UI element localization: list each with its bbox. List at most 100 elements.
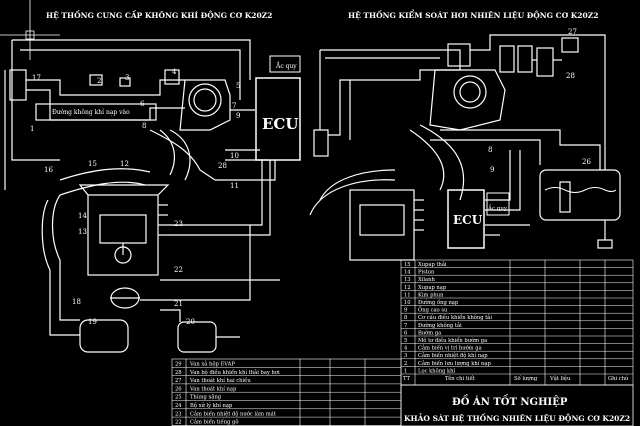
- table-row-name: Đường ống nạp: [418, 299, 459, 306]
- table-row-number: 1: [404, 368, 407, 374]
- table-row-name: Lọc không khí: [418, 367, 456, 374]
- callout-16: 16: [44, 166, 53, 174]
- table-row-name: Mô tơ điều khiển bướm ga: [418, 336, 487, 344]
- table-row-number: 6: [404, 330, 407, 336]
- right-diagram-title: HỆ THỐNG KIỂM SOÁT HƠI NHIÊN LIỆU ĐỘNG C…: [348, 9, 598, 20]
- table-header-material: Vật liệu: [549, 375, 571, 382]
- table-row-number: 3: [404, 353, 407, 359]
- bottom-table-row-name: Cảm biến tiếng gõ: [190, 419, 238, 426]
- table-row-number: 4: [404, 346, 408, 352]
- bottom-table-row-name: Cảm biến nhiệt độ nước làm mát: [190, 410, 277, 417]
- table-row-name: Ống cao su: [418, 306, 448, 314]
- callout-23: 23: [174, 220, 183, 228]
- callout-3: 3: [125, 74, 129, 82]
- bottom-table-row-number: 25: [175, 395, 182, 401]
- table-row-number: 13: [404, 277, 411, 283]
- table-row-name: Xupap nạp: [418, 285, 447, 291]
- callout-5: 5: [236, 82, 240, 90]
- callout-r-26: 26: [582, 158, 591, 166]
- left-ecu-label: ECU: [262, 115, 298, 133]
- bottom-table-row-number: 27: [175, 378, 182, 384]
- title-block-main: ĐỒ ÁN TỐT NGHIỆP: [452, 395, 568, 408]
- left-diagram-title: HỆ THỐNG CUNG CẤP KHÔNG KHÍ ĐỘNG CƠ K20Z…: [46, 10, 272, 20]
- callout-1: 1: [30, 125, 34, 133]
- callout-22: 22: [174, 266, 183, 274]
- table-row-number: 9: [404, 308, 407, 314]
- callout-14: 14: [78, 212, 87, 220]
- bottom-table-row-name: Van thoát khí hai chiều: [189, 376, 251, 384]
- callout-r-8: 8: [488, 146, 492, 154]
- parts-table-bottom-rows: 29 Van xả hộp EVAP 28 Van bộ điều khiển khí…: [172, 361, 401, 426]
- callout-r-27: 27: [568, 28, 577, 36]
- bottom-table-row-number: 22: [175, 420, 182, 426]
- callout-15: 15: [88, 160, 97, 168]
- callout-19: 19: [88, 318, 97, 326]
- table-row-name: Bướm ga: [418, 329, 441, 336]
- table-row-name: Kim phun: [418, 292, 444, 298]
- right-battery-label: Ắc quy: [487, 204, 508, 212]
- table-row-name: Xupap thải: [418, 261, 447, 268]
- bottom-table-row-number: 29: [175, 362, 182, 368]
- callout-4: 4: [172, 68, 177, 76]
- bottom-table-row-name: Bộ xử lý khí nạp: [190, 402, 233, 409]
- callout-8: 8: [142, 122, 146, 130]
- right-ecu-label: ECU: [453, 213, 483, 227]
- callout-6: 6: [140, 100, 145, 108]
- title-block: ĐỒ ÁN TỐT NGHIỆP KHẢO SÁT HỆ THỐNG NHIÊN…: [400, 384, 634, 426]
- right-ecu-box: ECU Ắc quy: [447, 189, 510, 249]
- callout-17: 17: [32, 74, 41, 82]
- bottom-table-row-name: Van xả hộp EVAP: [189, 361, 235, 368]
- table-row-name: Piston: [418, 270, 435, 276]
- table-header-qty: Số lượng: [514, 375, 538, 382]
- callout-18: 18: [72, 298, 81, 306]
- callout-13: 13: [78, 228, 87, 236]
- bottom-table-row-name: Van bộ điều khiển khí thải bay hơi: [189, 368, 280, 376]
- callout-2: 2: [97, 77, 101, 85]
- table-row-name: Cảm biến nhiệt độ khí nạp: [418, 352, 488, 359]
- callout-r-28: 28: [566, 72, 575, 80]
- crosshair-cursor: [0, 0, 60, 60]
- table-header-name: Tên chi tiết: [445, 375, 476, 382]
- right-callout-numbers: 8 9 26 27 28: [488, 28, 591, 174]
- table-row-name: Cảm biến lưu lượng khí nạp: [418, 360, 491, 367]
- table-row-number: 8: [404, 315, 407, 321]
- left-ecu-box: ECU Ắc quy: [255, 55, 301, 161]
- bottom-table-row-number: 26: [175, 386, 182, 392]
- table-row-number: 10: [404, 300, 411, 306]
- table-row-number: 5: [404, 338, 407, 344]
- bottom-table-row-number: 28: [175, 370, 182, 376]
- table-row-number: 7: [404, 323, 407, 329]
- callout-11: 11: [230, 182, 239, 190]
- callout-21: 21: [174, 300, 183, 308]
- callout-7: 7: [232, 102, 236, 110]
- table-row-name: Đường không tải: [418, 322, 462, 329]
- table-row-number: 14: [404, 270, 411, 276]
- bottom-table-row-number: 24: [175, 403, 182, 409]
- table-row-name: Cơ cấu điều khiển không tải: [418, 313, 492, 321]
- table-row-name: Xilanh: [418, 277, 435, 283]
- right-evap-diagram: [309, 34, 621, 261]
- table-row-number: 15: [404, 262, 411, 268]
- callout-9: 9: [236, 112, 240, 120]
- callout-10: 10: [230, 152, 239, 160]
- table-row-number: 2: [404, 361, 407, 367]
- bottom-table-row-name: Thùng xăng: [190, 394, 222, 401]
- table-row-number: 12: [404, 285, 411, 291]
- bottom-table-row-name: Van thoát khí nạp: [189, 385, 237, 392]
- callout-12: 12: [120, 160, 129, 168]
- callout-20: 20: [186, 318, 195, 326]
- table-header-tt: TT: [403, 376, 411, 382]
- left-callout-numbers: 17 1 2 3 4 5 6 7 8 9 10 11 12 13 14 15 1…: [30, 68, 240, 326]
- callout-28: 28: [218, 162, 227, 170]
- bottom-table-row-number: 23: [175, 411, 182, 417]
- callout-r-9: 9: [490, 166, 494, 174]
- table-row-number: 11: [404, 292, 411, 298]
- left-air-supply-diagram: [4, 39, 280, 353]
- left-battery-label: Ắc quy: [275, 62, 297, 70]
- intake-air-path-label: Đường không khí nạp vào: [52, 109, 130, 116]
- table-header-note: Ghi chú: [608, 375, 629, 382]
- table-row-name: Cảm biến vị trí bướm ga: [418, 345, 482, 352]
